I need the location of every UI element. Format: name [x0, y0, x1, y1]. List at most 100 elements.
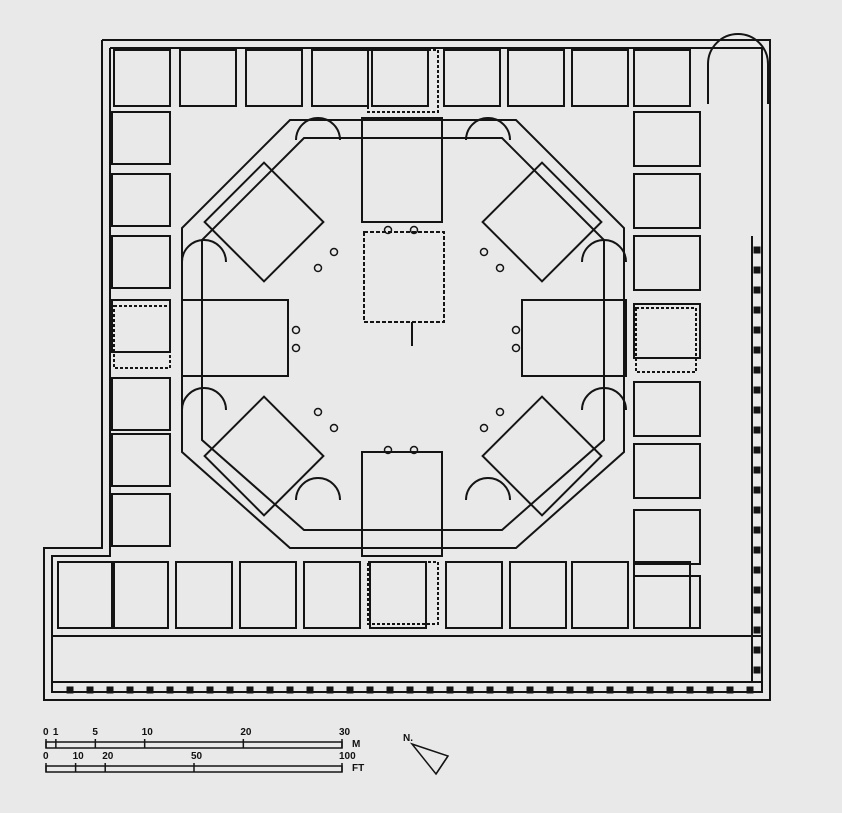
portico-pier	[186, 686, 194, 694]
portico-pier	[266, 686, 274, 694]
column	[383, 225, 393, 235]
portico-pier	[753, 566, 761, 574]
cell-east	[633, 443, 701, 499]
portico-pier	[306, 686, 314, 694]
portico-pier	[606, 686, 614, 694]
cell-west	[111, 173, 171, 227]
cell-bottom	[571, 561, 629, 629]
gate-west	[113, 305, 171, 369]
column	[495, 407, 505, 417]
metres-scale-unit-label: M	[352, 739, 361, 750]
portico-pier	[466, 686, 474, 694]
portico-pier	[753, 326, 761, 334]
cell-top	[507, 49, 565, 107]
portico-pier	[746, 686, 754, 694]
metres-scale-tick-label: 30	[339, 727, 351, 738]
portico-pier	[86, 686, 94, 694]
cell-top	[179, 49, 237, 107]
vaulted-niche	[295, 477, 341, 501]
cell-west	[111, 377, 171, 431]
feet-scale-tick-label: 20	[102, 751, 114, 762]
cell-bottom	[509, 561, 567, 629]
portico-pier	[286, 686, 294, 694]
portico-pier	[126, 686, 134, 694]
portico-pier	[726, 686, 734, 694]
portico-pier	[566, 686, 574, 694]
outer-wall	[43, 39, 771, 701]
portico-pier	[753, 666, 761, 674]
portico-pier	[506, 686, 514, 694]
vaulted-niche	[581, 387, 627, 411]
iwan-south	[361, 451, 443, 557]
portico-pier	[753, 606, 761, 614]
portico-pier	[753, 286, 761, 294]
portico-pier	[753, 586, 761, 594]
column	[479, 423, 489, 433]
feet-scale-tick-label: 10	[72, 751, 84, 762]
cell-top	[311, 49, 369, 107]
portico-pier	[366, 686, 374, 694]
cell-east	[633, 111, 701, 167]
column	[409, 445, 419, 455]
central-courtyard	[181, 117, 627, 557]
column	[495, 263, 505, 273]
portico-pier	[526, 686, 534, 694]
portico-pier	[753, 466, 761, 474]
cell-east	[633, 173, 701, 229]
cell-east	[633, 303, 701, 359]
north-arrow-icon	[409, 742, 450, 776]
vaulted-niche	[295, 117, 341, 141]
column	[313, 407, 323, 417]
cell-east	[633, 509, 701, 565]
portico-pier	[753, 646, 761, 654]
cell-east	[633, 575, 701, 629]
diag-nw-chamber	[203, 161, 325, 283]
diag-ne-chamber	[481, 161, 603, 283]
portico-pier	[753, 546, 761, 554]
portico-pier	[753, 246, 761, 254]
gate-north	[367, 49, 439, 113]
portico-pier	[753, 486, 761, 494]
scale-bars	[45, 739, 343, 773]
pool	[363, 231, 445, 323]
portico-pier	[346, 686, 354, 694]
cell-west	[111, 111, 171, 165]
portico-pier	[66, 686, 74, 694]
cell-bottom	[175, 561, 233, 629]
cell-bottom	[369, 561, 427, 629]
feet-scale-unit-label: FT	[352, 763, 365, 774]
column	[329, 423, 339, 433]
portico-pier	[106, 686, 114, 694]
gate-east	[635, 307, 697, 373]
cell-east	[633, 235, 701, 291]
portico-pier	[206, 686, 214, 694]
octagon-inner	[201, 137, 605, 531]
iwan-north	[361, 117, 443, 223]
diag-sw-chamber	[203, 395, 325, 517]
metres-scale-tick-label: 1	[52, 727, 59, 738]
portico-pier	[446, 686, 454, 694]
column	[329, 247, 339, 257]
metres-scale-tick-label: 10	[141, 727, 153, 738]
feet-scale-tick-label: 0	[43, 751, 49, 762]
vaulted-niche	[181, 239, 227, 263]
portico-pier	[753, 406, 761, 414]
portico-pier	[753, 386, 761, 394]
cell-bottom	[633, 561, 691, 629]
feet-scale-tick-label: 100	[339, 751, 356, 762]
north-label: N.	[403, 733, 413, 744]
portico-pier	[146, 686, 154, 694]
portico-pier	[406, 686, 414, 694]
portico-pier	[646, 686, 654, 694]
portico-pier	[706, 686, 714, 694]
feet-scale-tick-label: 50	[191, 751, 203, 762]
portico-pier	[686, 686, 694, 694]
portico-pier	[166, 686, 174, 694]
metres-scale-tick-label: 20	[240, 727, 252, 738]
north-arrow-fill	[435, 755, 449, 775]
portico-pier	[426, 686, 434, 694]
portico-pier	[753, 366, 761, 374]
portico-pier	[753, 506, 761, 514]
cell-bottom	[111, 561, 169, 629]
